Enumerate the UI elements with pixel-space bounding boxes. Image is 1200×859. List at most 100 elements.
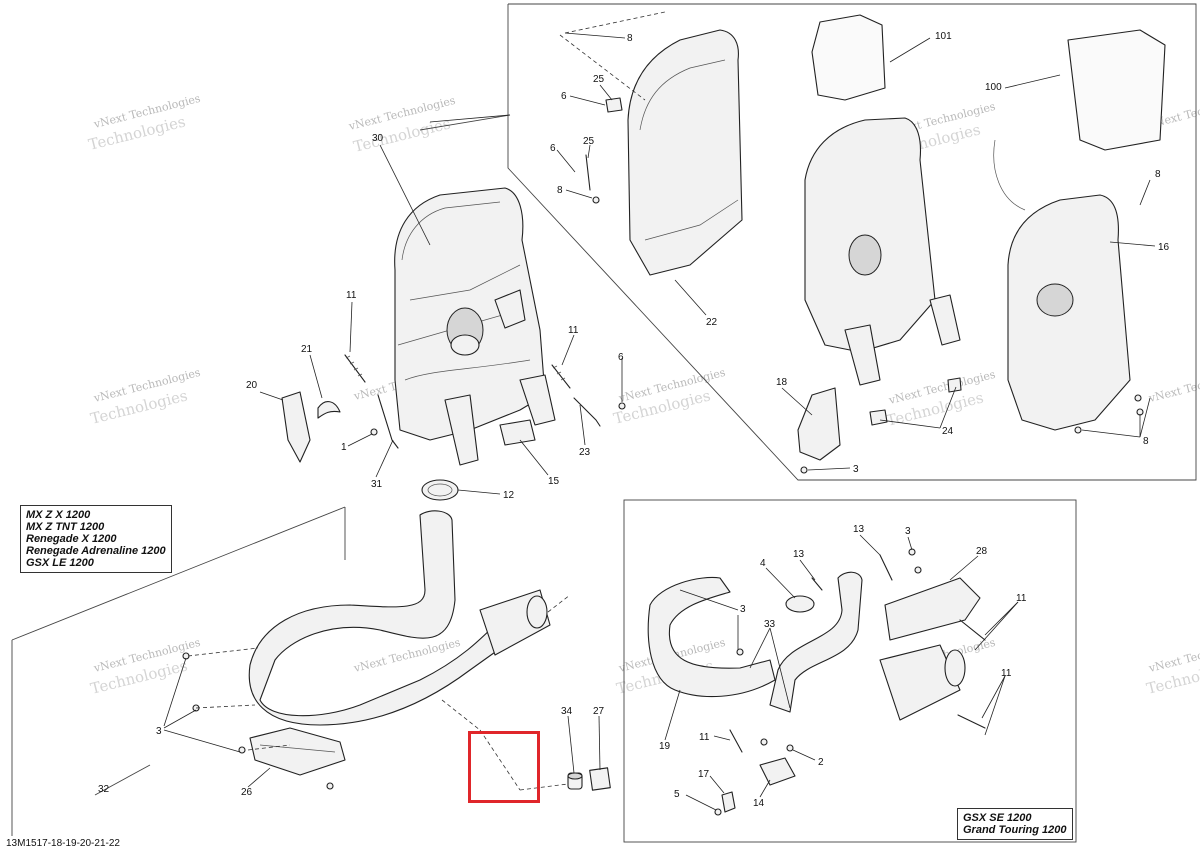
- model-name: GSX SE 1200: [963, 812, 1032, 824]
- main-frame-bottom: [94, 764, 151, 796]
- inset-gsx-parts: [647, 548, 986, 816]
- spring-part-25b: [585, 154, 591, 191]
- screw-part-1: [370, 428, 378, 436]
- small-parts-left: [281, 354, 626, 501]
- highlight-box[interactable]: [468, 731, 540, 803]
- muffler-body-exploded: [804, 117, 936, 353]
- callout: 1: [341, 442, 347, 453]
- callout: 15: [548, 476, 560, 487]
- leader-lines: [163, 11, 1156, 811]
- callout: 13: [793, 549, 805, 560]
- callout: 24: [942, 426, 954, 437]
- callout: 8: [1143, 436, 1149, 447]
- callout: 101: [935, 31, 952, 42]
- heat-shield-part-28: [884, 577, 981, 641]
- callout: 32: [98, 784, 110, 795]
- callout: 11: [699, 732, 710, 743]
- callout: 8: [1155, 169, 1161, 180]
- callout: 100: [985, 82, 1002, 93]
- spring-part-11: [344, 354, 366, 383]
- rod-part-31: [377, 394, 399, 449]
- callout: 6: [550, 143, 556, 154]
- spring-part-11b: [551, 364, 571, 389]
- callout: 3: [740, 604, 746, 615]
- small-parts-34-27: [567, 767, 611, 791]
- exhaust-pipe-main: [182, 510, 551, 790]
- frame-connector: [419, 114, 511, 131]
- spring-part-13b: [811, 577, 823, 591]
- callout: 11: [1016, 593, 1027, 604]
- screw-part-6: [618, 402, 626, 410]
- inset-frame-gsx: [623, 499, 1077, 843]
- exploded-view-frame: [507, 3, 1197, 481]
- screw-part-2: [786, 744, 794, 752]
- spring-part-13: [879, 554, 893, 581]
- callout: 31: [371, 479, 383, 490]
- callout: 3: [156, 726, 162, 737]
- diagram-reference-code: 13M1517-18-19-20-21-22: [6, 838, 120, 849]
- section-frames: [11, 3, 1197, 843]
- grommet-part-24b: [947, 377, 962, 393]
- callout: 30: [372, 133, 384, 144]
- callout: 20: [246, 380, 258, 391]
- callout: 25: [593, 74, 605, 85]
- callout: 33: [764, 619, 776, 630]
- grommet-part-24: [869, 409, 888, 426]
- watermark: vNext Technologies: [1147, 366, 1200, 405]
- insulation-part-101: [811, 14, 886, 101]
- muffler-pad: [499, 419, 536, 446]
- callout: 11: [1001, 668, 1012, 679]
- clip-part-25: [605, 97, 623, 113]
- spring-part-11c: [959, 619, 986, 641]
- spring-part-11e: [957, 714, 986, 729]
- model-name: Renegade X 1200: [26, 533, 117, 545]
- label-part-27: [589, 767, 611, 791]
- heat-shield-part-16: [1007, 194, 1131, 431]
- callout: 3: [905, 526, 911, 537]
- callout: 8: [627, 33, 633, 44]
- model-name: Renegade Adrenaline 1200: [26, 545, 166, 557]
- callout: 4: [760, 558, 766, 569]
- callout: 25: [583, 136, 595, 147]
- model-name: MX Z X 1200: [26, 509, 91, 521]
- callout: 6: [618, 352, 624, 363]
- muffler-cover-part-22: [627, 29, 743, 276]
- heat-shield-part-26: [249, 727, 346, 776]
- insulation-part-100: [1067, 29, 1166, 151]
- callout: 22: [706, 317, 718, 328]
- muffler-assembly-main: [394, 187, 556, 466]
- clip-part-21: [317, 401, 341, 419]
- callout: 21: [301, 344, 313, 355]
- main-frame-top: [11, 506, 346, 641]
- clip-part-17: [721, 791, 736, 813]
- screw-part-8b: [592, 196, 600, 204]
- exploded-view-parts: [585, 14, 1166, 474]
- callout: 28: [976, 546, 988, 557]
- callout: 12: [503, 490, 515, 501]
- screw-part-5: [714, 808, 722, 816]
- callout: 18: [776, 377, 788, 388]
- callout: 8: [557, 185, 563, 196]
- model-name: MX Z TNT 1200: [26, 521, 105, 533]
- callout: 17: [698, 769, 710, 780]
- callout: 6: [561, 91, 567, 102]
- rod-part-23: [573, 397, 601, 427]
- gasket-part-12: [421, 479, 459, 501]
- callout: 5: [674, 789, 680, 800]
- heat-shield-part-20: [281, 391, 311, 463]
- clamp-part-4: [785, 595, 815, 613]
- model-name: GSX LE 1200: [26, 557, 94, 569]
- callout: 13: [853, 524, 865, 535]
- model-name: Grand Touring 1200: [963, 824, 1067, 836]
- muffler-bracket: [494, 289, 526, 329]
- callout: 34: [561, 706, 573, 717]
- callout: 2: [818, 757, 824, 768]
- callout: 3: [853, 464, 859, 475]
- catalytic-converter-inset: [879, 644, 961, 721]
- callout: 27: [593, 706, 605, 717]
- callout: 26: [241, 787, 253, 798]
- heat-shield-part-19: [647, 576, 776, 698]
- callout: 14: [753, 798, 765, 809]
